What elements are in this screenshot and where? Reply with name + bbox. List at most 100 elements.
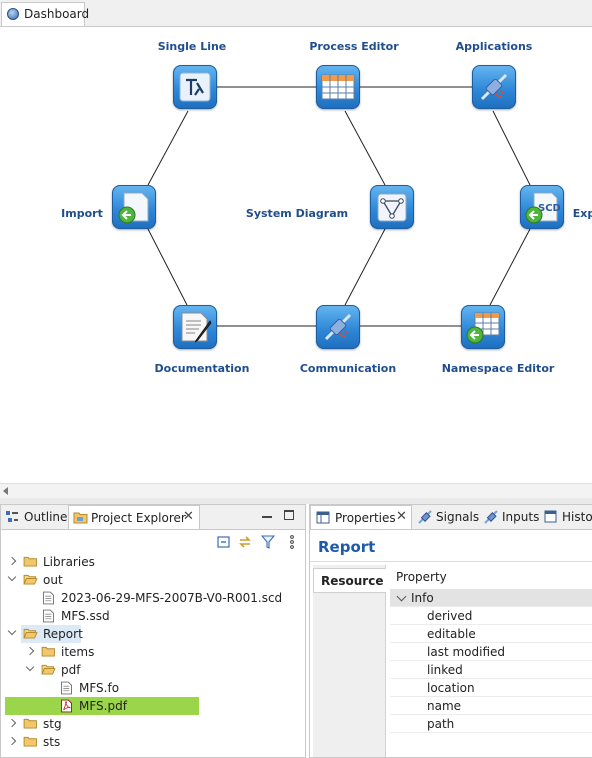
node-label-applications: Applications xyxy=(455,40,533,53)
node-label-documentation: Documentation xyxy=(154,362,250,375)
property-row[interactable]: last modified xyxy=(390,643,592,661)
chevron-down-icon[interactable] xyxy=(7,626,17,636)
chevron-down-icon[interactable] xyxy=(396,591,407,602)
tree-item-label: items xyxy=(61,645,95,659)
applications-button[interactable] xyxy=(472,65,516,109)
tree-item[interactable]: stg xyxy=(1,715,305,733)
file-icon xyxy=(61,681,72,695)
property-name: path xyxy=(427,717,455,731)
node-label-import: Import xyxy=(61,207,103,220)
divider xyxy=(310,561,592,562)
tree-item[interactable]: 2023-06-29-MFS-2007B-V0-R001.scd xyxy=(1,589,305,607)
close-icon[interactable]: ✕ xyxy=(183,509,194,524)
folder-icon xyxy=(23,556,37,567)
chevron-down-icon[interactable] xyxy=(7,572,17,582)
folder-open-icon xyxy=(23,628,38,639)
chevron-right-icon[interactable] xyxy=(7,736,17,746)
tab-properties[interactable]: Properties ✕ xyxy=(310,505,412,529)
tree-item[interactable]: out xyxy=(1,571,305,589)
single-line-button[interactable] xyxy=(173,65,217,109)
single-line-diagram-icon xyxy=(179,72,211,102)
tree-item[interactable]: sts xyxy=(1,733,305,751)
tab-outline-label: Outline xyxy=(24,510,68,524)
tab-signals[interactable]: Signals xyxy=(414,505,480,529)
file-icon xyxy=(43,591,54,605)
property-name: editable xyxy=(427,627,476,641)
export-scd-icon: SCD xyxy=(525,192,560,224)
tree-item-label: Report xyxy=(43,627,83,641)
property-row[interactable]: name xyxy=(390,697,592,715)
view-menu-icon[interactable] xyxy=(285,535,299,549)
selection-highlight xyxy=(21,625,81,643)
tab-inputs[interactable]: Inputs xyxy=(480,505,540,529)
chevron-right-icon[interactable] xyxy=(25,646,35,656)
property-column-header-label: Property xyxy=(396,570,447,584)
plug-connector-icon xyxy=(480,73,508,101)
property-row[interactable]: derived xyxy=(390,607,592,625)
tab-dashboard[interactable]: Dashboard xyxy=(1,2,89,26)
link-with-editor-icon[interactable] xyxy=(238,535,252,549)
tree-item-label: pdf xyxy=(61,663,81,677)
tab-project-explorer[interactable]: Project Explorer ✕ xyxy=(68,505,200,529)
section-tab-resource[interactable]: Resource xyxy=(313,568,386,593)
dashboard-horizontal-scrollbar[interactable] xyxy=(0,483,592,498)
node-label-system-diagram: System Diagram xyxy=(245,207,349,220)
import-button[interactable] xyxy=(112,185,156,229)
node-label-communication: Communication xyxy=(299,362,397,375)
scroll-left-arrow-icon[interactable] xyxy=(3,487,8,495)
tree-item[interactable]: MFS.pdf xyxy=(1,697,305,715)
system-diagram-button[interactable] xyxy=(370,185,414,229)
connector-line xyxy=(489,228,531,306)
tree-item-label: MFS.ssd xyxy=(61,609,110,623)
tab-dashboard-label: Dashboard xyxy=(24,7,90,21)
property-name: derived xyxy=(427,609,473,623)
tree-item[interactable]: MFS.fo xyxy=(1,679,305,697)
chevron-down-icon[interactable] xyxy=(25,662,35,672)
node-label-process-editor: Process Editor xyxy=(309,40,399,53)
connector-line xyxy=(147,228,188,306)
editor-tab-strip: Dashboard xyxy=(0,0,592,27)
property-row[interactable]: editable xyxy=(390,625,592,643)
plug-icon xyxy=(484,510,498,524)
properties-title: Report xyxy=(318,538,376,556)
tab-signals-label: Signals xyxy=(436,510,480,524)
folder-open-icon xyxy=(23,574,38,585)
tree-item-label: MFS.fo xyxy=(79,681,120,695)
collapse-all-icon[interactable] xyxy=(217,535,231,549)
property-group-info[interactable]: Info xyxy=(390,589,592,607)
plug-icon xyxy=(418,510,432,524)
system-diagram-icon xyxy=(377,193,407,222)
pdf-file-icon xyxy=(61,699,72,713)
close-icon[interactable]: ✕ xyxy=(396,509,407,524)
property-row[interactable]: path xyxy=(390,715,592,733)
tab-history[interactable]: Histo xyxy=(540,505,592,529)
tab-outline[interactable]: Outline xyxy=(1,505,67,529)
filter-icon[interactable] xyxy=(261,535,275,549)
chevron-right-icon[interactable] xyxy=(7,556,17,566)
tree-item[interactable]: Libraries xyxy=(1,553,305,571)
tree-item[interactable]: Report xyxy=(1,625,305,643)
dashboard-connectors xyxy=(147,86,531,327)
property-row[interactable]: linked xyxy=(390,661,592,679)
chevron-right-icon[interactable] xyxy=(7,718,17,728)
connector-line xyxy=(147,110,189,186)
process-editor-button[interactable] xyxy=(316,65,360,109)
property-row[interactable]: location xyxy=(390,679,592,697)
minimize-icon[interactable] xyxy=(262,516,272,518)
tab-properties-label: Properties xyxy=(335,511,396,525)
communication-button[interactable] xyxy=(316,305,360,349)
documentation-button[interactable] xyxy=(173,305,217,349)
folder-icon xyxy=(41,646,55,657)
namespace-editor-button[interactable] xyxy=(461,305,505,349)
tree-item[interactable]: MFS.ssd xyxy=(1,607,305,625)
property-name: name xyxy=(427,699,462,713)
outline-icon xyxy=(6,511,18,522)
export-button[interactable]: SCD xyxy=(520,185,564,229)
tree-item[interactable]: pdf xyxy=(1,661,305,679)
panel-splitter[interactable] xyxy=(0,498,592,504)
tree-item[interactable]: items xyxy=(1,643,305,661)
property-column-header[interactable]: Property xyxy=(390,565,592,589)
maximize-icon[interactable] xyxy=(284,510,294,520)
properties-section-tabs: Resource xyxy=(313,565,386,757)
tree-item-label: 2023-06-29-MFS-2007B-V0-R001.scd xyxy=(61,591,283,605)
